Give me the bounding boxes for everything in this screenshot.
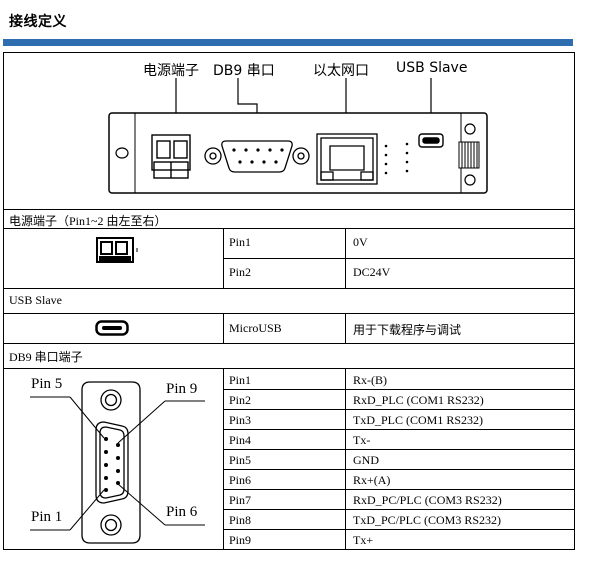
table-rule [3,313,575,314]
title-rule [3,39,573,46]
db9-pin9-label: Pin 9 [166,381,198,397]
micro-usb-port-icon [418,133,444,148]
table-rule [3,343,575,344]
power-terminal-icon [151,134,191,179]
section-title: 接线定义 [9,14,67,30]
db9-pin2-cell: Pin2 [229,393,252,407]
table-rule [3,549,575,550]
power-pin1-label: Pin1 [229,235,252,249]
db9-pin2-value: RxD_PLC (COM1 RS232) [353,393,484,407]
table-rule [3,52,4,550]
power-terminal-icon [96,237,138,263]
table-rule [223,409,575,410]
db9-pin9-value: Tx+ [353,533,374,547]
db9-connector-diagram [30,381,205,544]
table-rule [3,209,575,210]
db9-port-label: DB9 串口 [213,63,275,79]
power-pin1-value: 0V [353,235,368,249]
db9-pin8-value: TxD_PC/PLC (COM3 RS232) [353,513,502,527]
db9-pin8-cell: Pin8 [229,513,252,527]
db9-pin5-value: GND [353,453,379,467]
table-rule [223,313,224,343]
table-rule [223,228,224,288]
db9-pin3-cell: Pin3 [229,413,252,427]
db9-pin6-label: Pin 6 [166,504,198,520]
table-rule [3,368,575,369]
db9-pin3-value: TxD_PLC (COM1 RS232) [353,413,484,427]
usb-slave-label: USB Slave [396,60,468,76]
db9-pin1-label: Pin 1 [31,509,63,525]
table-rule [3,288,575,289]
table-rule [223,429,575,430]
table-rule [223,449,575,450]
power-terminal-heading: 电源端子（Pin1~2 由左至右） [9,214,167,228]
ethernet-port-icon [316,133,378,185]
db9-port-icon [204,140,310,173]
db9-pin9-cell: Pin9 [229,533,252,547]
db9-pin1-value: Rx-(B) [353,373,387,387]
db9-heading: DB9 串口端子 [9,350,83,364]
table-rule [223,469,575,470]
table-rule [345,228,346,288]
device-front-panel [108,78,488,194]
db9-pin4-value: Tx- [353,433,371,447]
table-rule [223,389,575,390]
table-rule [3,52,575,53]
db9-pin6-value: Rx+(A) [353,473,391,487]
table-rule [345,313,346,343]
table-rule [223,509,575,510]
table-rule [223,368,224,549]
ethernet-port-label: 以太网口 [313,63,369,79]
power-pin2-label: Pin2 [229,265,252,279]
db9-pin7-cell: Pin7 [229,493,252,507]
table-rule [223,258,575,259]
db9-pin4-cell: Pin4 [229,433,252,447]
db9-pin6-cell: Pin6 [229,473,252,487]
usb-port-type: MicroUSB [229,321,282,335]
table-rule [574,52,575,550]
table-rule [223,489,575,490]
db9-pin5-label: Pin 5 [31,376,63,392]
usb-description: 用于下载程序与调试 [353,323,462,337]
db9-pin1-cell: Pin1 [229,373,252,387]
micro-usb-icon [95,320,129,336]
usb-slave-heading: USB Slave [9,293,63,307]
db9-pin7-value: RxD_PC/PLC (COM3 RS232) [353,493,502,507]
table-rule [345,368,346,549]
table-rule [223,529,575,530]
table-rule [3,228,575,229]
power-pin2-value: DC24V [353,265,391,279]
power-terminal-label: 电源端子 [143,63,199,79]
db9-pin5-cell: Pin5 [229,453,252,467]
